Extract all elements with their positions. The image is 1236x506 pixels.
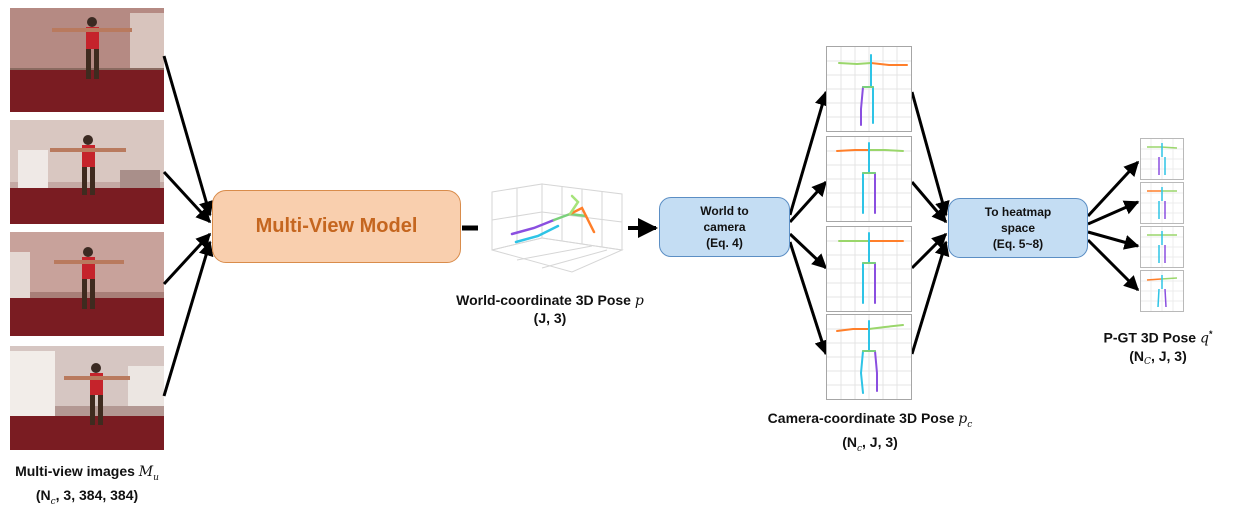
skeleton-plot	[1141, 139, 1183, 179]
skeleton-plot	[1141, 183, 1183, 223]
skeleton-plot	[827, 227, 911, 311]
to-heatmap-line2: space	[1000, 221, 1036, 235]
3d-pose-plot	[491, 183, 624, 273]
camera-pose-panel-4	[826, 314, 912, 400]
arrow	[162, 240, 214, 397]
skeleton-plot	[1141, 271, 1183, 311]
arrow	[788, 180, 828, 224]
multiview-images-label: Multi-view images Mu (Nc, 3, 384, 384)	[15, 463, 159, 506]
arrow	[162, 170, 212, 224]
arrow	[162, 232, 212, 286]
arrow	[910, 181, 948, 224]
arrow	[910, 232, 948, 270]
camera-view-photo-2	[10, 120, 164, 224]
world-pose-label: World-coordinate 3D Pose p (J, 3)	[456, 292, 644, 326]
camera-pose-label: Camera-coordinate 3D Pose pc (Nc, J, 3)	[767, 410, 973, 454]
arrow	[162, 55, 214, 217]
world-to-camera-line3: (Eq. 4)	[706, 236, 743, 250]
multi-view-model-label: Multi-View Model	[255, 215, 418, 237]
world-to-camera-box: World to camera (Eq. 4)	[659, 197, 790, 257]
arrow	[1087, 200, 1140, 226]
arrow	[910, 240, 950, 355]
skeleton-plot	[1141, 227, 1183, 267]
arrow	[910, 91, 950, 217]
camera-view-photo-4	[10, 346, 164, 450]
camera-pose-panel-3	[826, 226, 912, 312]
multi-view-model-box: Multi-View Model	[212, 190, 461, 263]
pgt-pose-panel-3	[1140, 226, 1184, 268]
pgt-pose-label: P-GT 3D Pose q* (NC, J, 3)	[1103, 329, 1213, 368]
to-heatmap-line3: (Eq. 5~8)	[992, 237, 1044, 251]
world-to-camera-line2: camera	[703, 220, 746, 234]
arrow	[788, 232, 828, 270]
skeleton-plot	[827, 137, 911, 221]
camera-view-photo-3	[10, 232, 164, 336]
camera-view-photo-1	[10, 8, 164, 112]
to-heatmap-line1: To heatmap	[984, 205, 1052, 219]
pgt-pose-panel-2	[1140, 182, 1184, 224]
skeleton-plot	[827, 47, 911, 131]
arrow	[1086, 160, 1140, 218]
pgt-pose-panel-4	[1140, 270, 1184, 312]
pgt-pose-panel-1	[1140, 138, 1184, 180]
camera-pose-panel-2	[826, 136, 912, 222]
arrow	[1086, 238, 1140, 292]
skeleton-plot	[827, 315, 911, 399]
camera-pose-panel-1	[826, 46, 912, 132]
arrow	[788, 241, 830, 356]
world-to-camera-line1: World to	[700, 204, 749, 218]
to-heatmap-box: To heatmap space (Eq. 5~8)	[948, 198, 1088, 258]
arrow	[788, 90, 830, 216]
arrow	[1087, 230, 1140, 250]
